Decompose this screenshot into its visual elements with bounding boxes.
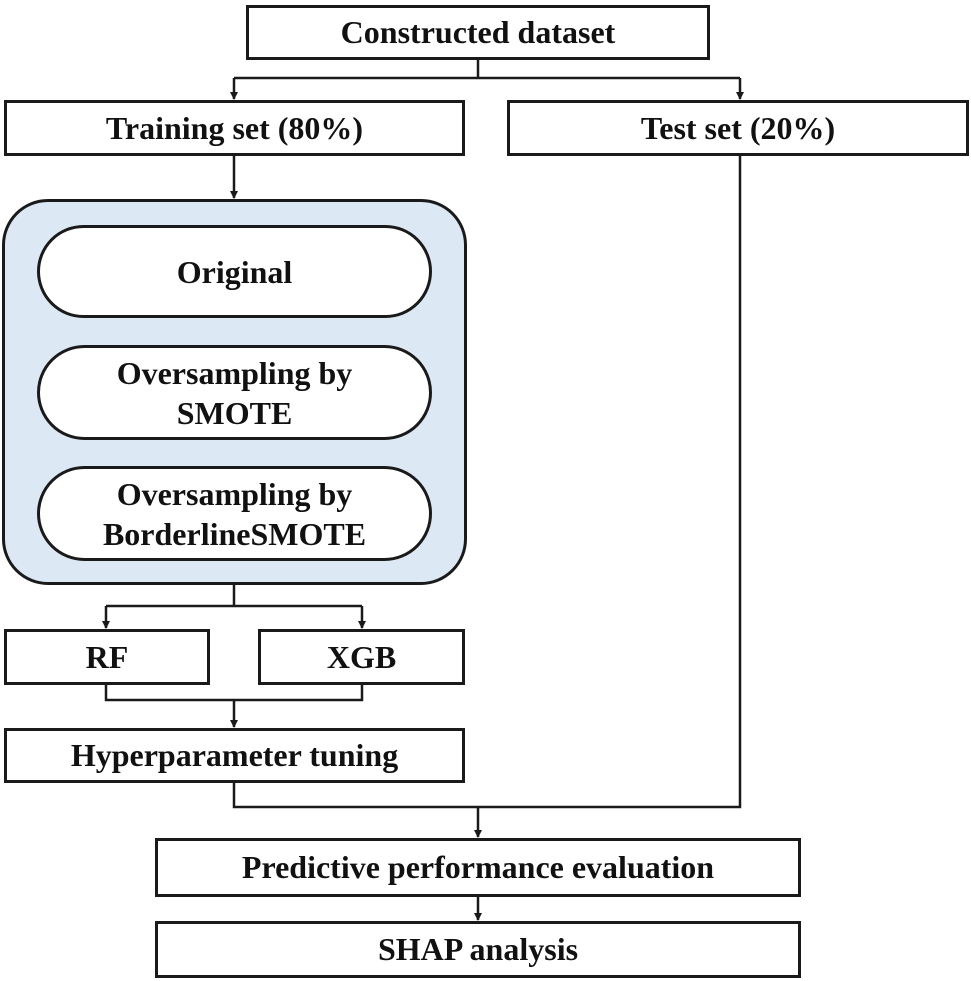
borderline-smote-node: Oversampling by BorderlineSMOTE — [37, 466, 432, 561]
shap-analysis-box: SHAP analysis — [155, 921, 801, 978]
borderline-smote-label-line1: Oversampling by — [116, 475, 353, 512]
connector-group-to-models — [106, 583, 362, 608]
hyperparameter-tuning-label: Hyperparameter tuning — [70, 737, 399, 774]
original-node: Original — [37, 225, 432, 318]
connector-models-merge — [104, 683, 364, 702]
rf-label: RF — [85, 638, 129, 675]
smote-node: Oversampling by SMOTE — [37, 345, 432, 440]
predictive-evaluation-label: Predictive performance evaluation — [241, 849, 715, 886]
xgb-box: XGB — [258, 629, 465, 685]
xgb-label: XGB — [326, 638, 397, 675]
training-set-box: Training set (80%) — [4, 100, 465, 156]
test-set-box: Test set (20%) — [507, 100, 969, 156]
shap-analysis-label: SHAP analysis — [377, 931, 579, 968]
connector-dataset-split — [234, 58, 740, 80]
constructed-dataset-box: Constructed dataset — [246, 5, 710, 60]
predictive-evaluation-box: Predictive performance evaluation — [155, 838, 801, 897]
constructed-dataset-label: Constructed dataset — [340, 14, 616, 51]
test-set-label: Test set (20%) — [640, 109, 836, 146]
smote-label-line1: Oversampling by — [116, 354, 353, 391]
rf-box: RF — [4, 629, 210, 685]
original-label: Original — [176, 253, 293, 290]
borderline-smote-label-line2: BorderlineSMOTE — [102, 515, 367, 552]
hyperparameter-tuning-box: Hyperparameter tuning — [4, 728, 465, 783]
connector-tuning-to-eval — [232, 155, 742, 809]
training-set-label: Training set (80%) — [105, 109, 364, 146]
smote-label-line2: SMOTE — [176, 394, 293, 431]
